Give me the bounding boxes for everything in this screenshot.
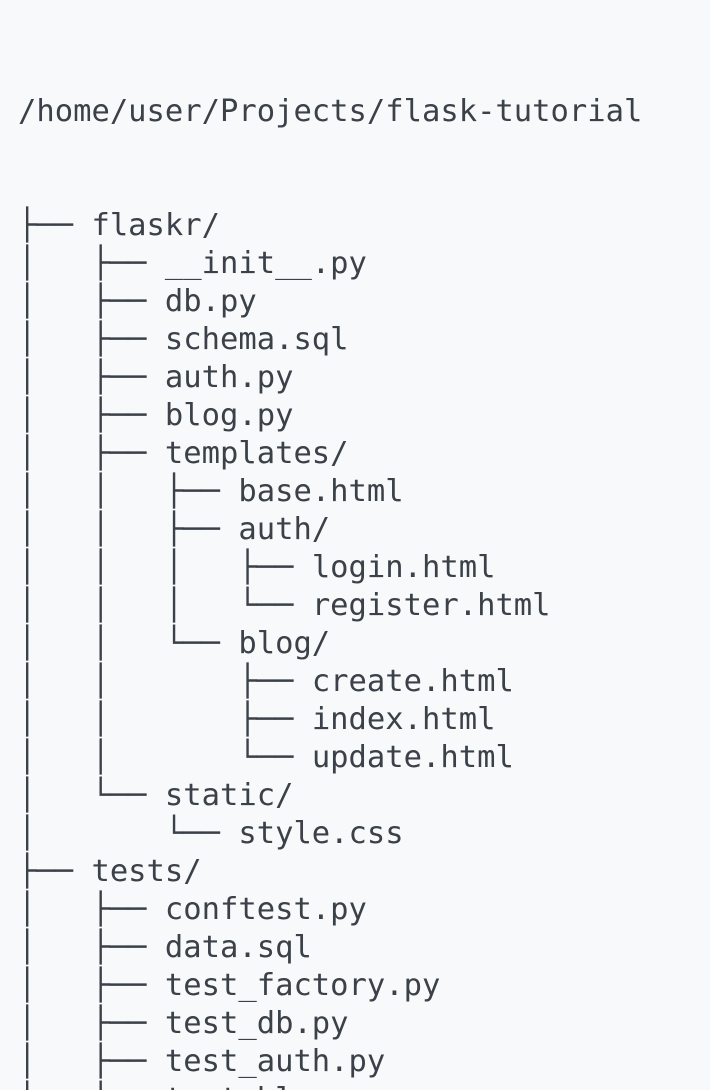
tree-branch-prefix: │ ├── <box>18 1006 165 1041</box>
tree-entry: │ ├── data.sql <box>18 929 710 967</box>
file-name: style.css <box>238 816 404 851</box>
tree-branch-prefix: │ │ ├── <box>18 474 239 509</box>
tree-branch-prefix: ├── <box>18 854 92 889</box>
tree-entry: │ ├── test_auth.py <box>18 1043 710 1081</box>
tree-branch-prefix: │ ├── <box>18 930 165 965</box>
file-name: create.html <box>311 664 514 699</box>
tree-entry: │ │ ├── base.html <box>18 473 710 511</box>
tree-entry: │ ├── __init__.py <box>18 245 710 283</box>
directory-name: templates/ <box>164 436 349 471</box>
tree-entry: │ └── static/ <box>18 777 710 815</box>
file-name: data.sql <box>164 930 312 965</box>
tree-branch-prefix: │ ├── <box>18 398 165 433</box>
tree-branch-prefix: │ │ └── <box>18 626 239 661</box>
tree-entry: │ │ ├── index.html <box>18 701 710 739</box>
tree-entry: │ ├── schema.sql <box>18 321 710 359</box>
tree-entry: │ │ └── blog/ <box>18 625 710 663</box>
tree-branch-prefix: │ └── <box>18 778 165 813</box>
tree-branch-prefix: │ ├── <box>18 360 165 395</box>
directory-name: static/ <box>164 778 294 813</box>
tree-entry: │ │ └── update.html <box>18 739 710 777</box>
file-name: test_auth.py <box>164 1044 386 1079</box>
tree-entry: │ ├── conftest.py <box>18 891 710 929</box>
directory-name: tests/ <box>91 854 202 889</box>
directory-name: blog/ <box>238 626 331 661</box>
tree-branch-prefix: │ ├── <box>18 322 165 357</box>
tree-entry: ├── tests/ <box>18 853 710 891</box>
file-name: schema.sql <box>164 322 349 357</box>
tree-branch-prefix: │ └── <box>18 816 239 851</box>
tree-branch-prefix: │ │ ├── <box>18 702 312 737</box>
tree-branch-prefix: │ ├── <box>18 284 165 319</box>
tree-entry: │ │ │ ├── login.html <box>18 549 710 587</box>
file-name: base.html <box>238 474 404 509</box>
tree-branch-prefix: │ ├── <box>18 968 165 1003</box>
tree-branch-prefix: │ ├── <box>18 1044 165 1079</box>
tree-branch-prefix: ├── <box>18 208 92 243</box>
directory-name: flaskr/ <box>91 208 220 243</box>
tree-branch-prefix: │ └── <box>18 1082 165 1090</box>
tree-entry: │ ├── blog.py <box>18 397 710 435</box>
tree-root-path: /home/user/Projects/flask-tutorial <box>18 94 643 129</box>
tree-entry: │ ├── db.py <box>18 283 710 321</box>
file-name: register.html <box>311 588 551 623</box>
tree-branch-prefix: │ │ └── <box>18 740 312 775</box>
file-name: test_blog.py <box>165 1082 385 1090</box>
tree-entry: ├── flaskr/ <box>18 207 710 245</box>
file-name: login.html <box>311 550 496 585</box>
file-name: conftest.py <box>164 892 367 927</box>
tree-entry: │ ├── auth.py <box>18 359 710 397</box>
tree-entry: │ ├── templates/ <box>18 435 710 473</box>
tree-entry: │ ├── test_factory.py <box>18 967 710 1005</box>
file-name: __init__.py <box>164 246 367 281</box>
tree-branch-prefix: │ ├── <box>18 436 165 471</box>
file-name: db.py <box>164 284 257 319</box>
file-name: test_factory.py <box>164 968 441 1003</box>
file-name: test_db.py <box>164 1006 349 1041</box>
tree-branch-prefix: │ │ │ ├── <box>18 550 312 585</box>
tree-entry: │ │ ├── auth/ <box>18 511 710 549</box>
tree-entry: │ └── test_blog.py <box>18 1081 710 1090</box>
tree-branch-prefix: │ ├── <box>18 246 165 281</box>
tree-entries: ├── flaskr/│ ├── __init__.py│ ├── db.py│… <box>18 207 710 1090</box>
tree-branch-prefix: │ │ ├── <box>18 664 312 699</box>
tree-entry: │ └── style.css <box>18 815 710 853</box>
directory-name: auth/ <box>238 512 331 547</box>
tree-branch-prefix: │ ├── <box>18 892 165 927</box>
file-name: update.html <box>311 740 514 775</box>
tree-entry: │ │ │ └── register.html <box>18 587 710 625</box>
tree-branch-prefix: │ │ ├── <box>18 512 239 547</box>
file-name: index.html <box>311 702 496 737</box>
file-name: blog.py <box>164 398 294 433</box>
tree-branch-prefix: │ │ │ └── <box>18 588 312 623</box>
tree-entry: │ │ ├── create.html <box>18 663 710 701</box>
tree-entry: │ ├── test_db.py <box>18 1005 710 1043</box>
file-name: auth.py <box>164 360 294 395</box>
